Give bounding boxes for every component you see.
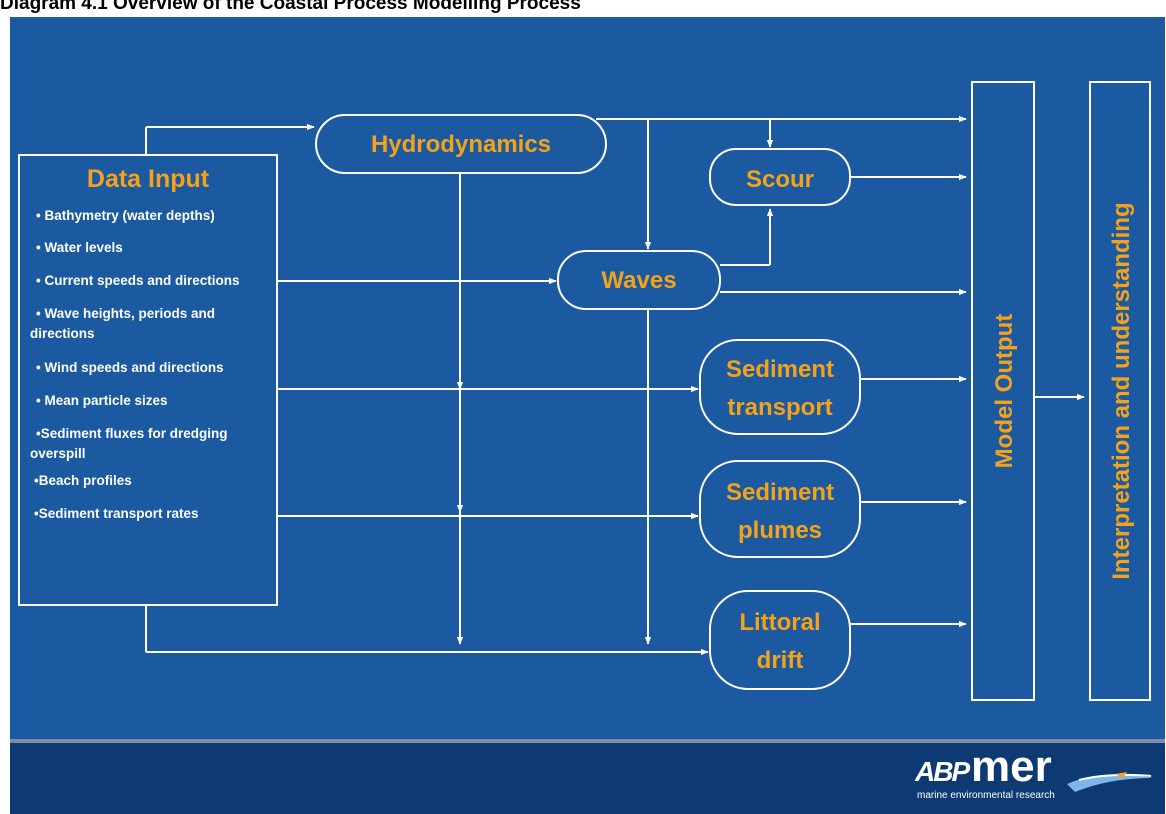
model-output-box: Model Output <box>971 81 1035 701</box>
littoral-drift-label-2: drift <box>757 647 804 674</box>
process-flow-diagram: Data Input • Bathymetry (water depths) • … <box>18 81 1151 701</box>
littoral-drift-node: Littoral drift <box>709 590 851 690</box>
data-input-item: • Mean particle sizes <box>36 393 168 408</box>
littoral-drift-label-1: Littoral <box>739 609 820 636</box>
model-output-label: Model Output <box>991 314 1018 469</box>
abpmer-logo: ABP mer marine environmental research <box>915 742 1155 810</box>
diagram-slide: Data Input • Bathymetry (water depths) • … <box>10 17 1165 814</box>
data-input-item: • Bathymetry (water depths) <box>36 208 215 223</box>
data-input-item: overspill <box>30 446 86 461</box>
data-input-item: • Current speeds and directions <box>36 273 240 288</box>
scour-node: Scour <box>709 148 851 206</box>
sediment-transport-node: Sediment transport <box>699 339 861 435</box>
data-input-item: •Sediment fluxes for dredging <box>36 426 228 441</box>
hydrodynamics-label: Hydrodynamics <box>371 131 551 158</box>
page-title: Diagram 4.1 Overview of the Coastal Proc… <box>0 0 581 14</box>
footer-divider <box>10 739 1165 743</box>
logo-mer-text: mer <box>971 742 1052 791</box>
data-input-box: Data Input • Bathymetry (water depths) • … <box>18 154 278 606</box>
hydrodynamics-node: Hydrodynamics <box>315 114 607 174</box>
data-input-item: •Sediment transport rates <box>34 506 199 521</box>
sediment-plumes-label-1: Sediment <box>726 479 834 506</box>
sediment-plumes-node: Sediment plumes <box>699 460 861 558</box>
waves-label: Waves <box>601 267 676 294</box>
data-input-item: directions <box>30 326 95 341</box>
sediment-transport-label-2: transport <box>727 394 832 421</box>
logo-abp-text: ABP <box>915 756 970 787</box>
data-input-item: • Water levels <box>36 240 123 255</box>
data-input-item: • Wind speeds and directions <box>36 360 224 375</box>
data-input-item: • Wave heights, periods and <box>36 306 215 321</box>
logo-tagline: marine environmental research <box>917 790 1055 801</box>
sediment-plumes-label-2: plumes <box>738 517 822 544</box>
logo-swoosh-icon <box>1067 772 1153 792</box>
footer-band <box>10 743 1165 814</box>
data-input-heading: Data Input <box>87 165 210 193</box>
sediment-transport-label-1: Sediment <box>726 356 834 383</box>
interpretation-label: Interpretation and understanding <box>1108 202 1135 579</box>
waves-node: Waves <box>557 250 721 310</box>
scour-label: Scour <box>746 166 814 193</box>
interpretation-box: Interpretation and understanding <box>1089 81 1151 701</box>
data-input-item: •Beach profiles <box>34 473 132 488</box>
